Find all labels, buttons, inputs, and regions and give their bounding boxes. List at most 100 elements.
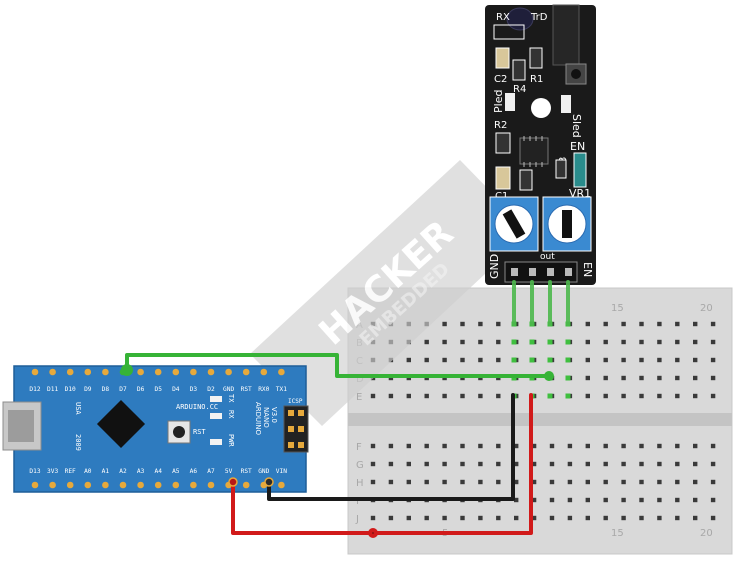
pin-label-a3: A3: [137, 468, 145, 475]
pin-label-d10: D10: [65, 386, 76, 393]
arduino-nano-board: RST TX RX PWR ICSP ARDUINO.CC ARDUINO: [2, 365, 309, 493]
label-en-top: EN: [570, 140, 585, 153]
breadboard-hole: [710, 443, 716, 449]
breadboard-hole: [478, 461, 483, 467]
breadboard-hole: [514, 479, 519, 485]
pin-pad-a7: [207, 481, 215, 489]
label-en-side: EN: [581, 262, 594, 277]
pin-label-d9: D9: [84, 386, 92, 393]
breadboard-hole: [442, 357, 447, 363]
pin-pad-d2: [207, 368, 215, 376]
pin-pad-gnd: [225, 368, 232, 376]
breadboard-hole: [531, 497, 537, 503]
breadboard-hole: [693, 461, 698, 467]
label-led-pwr: PWR: [227, 434, 235, 447]
breadboard-hole: [639, 339, 644, 345]
breadboard-hole: [460, 443, 465, 449]
breadboard-hole: [603, 393, 608, 399]
breadboard-hole: [460, 393, 465, 399]
breadboard-hole: [442, 461, 447, 467]
pin-pad-a6: [190, 481, 197, 489]
pin-label-d4: D4: [172, 386, 180, 393]
breadboard-hole: [442, 321, 447, 327]
breadboard-hole: [567, 461, 573, 467]
breadboard-hole: [496, 339, 501, 345]
breadboard-hole: [693, 479, 698, 485]
breadboard-hole: [531, 479, 537, 485]
breadboard-hole-connected: [529, 357, 535, 363]
breadboard-hole: [710, 515, 716, 521]
breadboard-hole: [603, 375, 608, 381]
pin-label-a0: A0: [84, 468, 92, 475]
mounting-hole: [531, 98, 551, 118]
breadboard-hole: [621, 443, 626, 449]
breadboard-hole: [496, 357, 501, 363]
breadboard-hole-connected: [511, 357, 517, 363]
pin-pad-d10: [66, 368, 74, 376]
label-model-line3: V3.0: [270, 407, 278, 423]
breadboard-hole: [514, 515, 519, 521]
breadboard-hole: [496, 321, 501, 327]
breadboard-hole: [424, 357, 429, 363]
breadboard-hole: [710, 497, 716, 503]
row-label-i: I: [356, 496, 359, 507]
breadboard-hole: [478, 393, 483, 399]
breadboard-hole: [388, 443, 394, 449]
breadboard-hole: [514, 461, 519, 467]
pin-label-vin: VIN: [276, 468, 287, 475]
breadboard-hole: [603, 497, 608, 503]
pin-label-d12: D12: [29, 386, 40, 393]
pin-label-5v: 5V: [225, 468, 233, 475]
breadboard-hole: [621, 357, 626, 363]
breadboard-hole: [585, 321, 590, 327]
breadboard-hole: [693, 497, 698, 503]
label-arduino-nano: ARDUINO NANO V3.0: [254, 402, 278, 435]
led-rx: [210, 413, 222, 419]
breadboard-hole: [693, 357, 698, 363]
breadboard-hole: [585, 375, 590, 381]
breadboard-hole-connected: [565, 375, 571, 381]
row-label-g: G: [356, 460, 364, 471]
breadboard-hole: [585, 461, 590, 467]
ir-receiver: [506, 7, 534, 31]
breadboard-hole: [406, 443, 411, 449]
pin-label-gnd: GND: [223, 386, 234, 393]
breadboard-hole: [675, 375, 680, 381]
pin-pad-a1: [102, 481, 109, 489]
pin-pad-d8: [102, 368, 109, 376]
breadboard-hole-connected: [547, 393, 553, 399]
capacitor-c2: [495, 47, 510, 69]
pin-pad-d11: [49, 368, 56, 376]
breadboard-hole: [442, 393, 447, 399]
breadboard-hole: [478, 479, 483, 485]
breadboard-hole: [710, 357, 716, 363]
breadboard-hole: [621, 339, 626, 345]
breadboard-hole: [675, 515, 680, 521]
breadboard-hole: [585, 357, 590, 363]
breadboard-hole: [675, 357, 680, 363]
pin-pad-a2: [119, 481, 127, 489]
breadboard-hole-connected: [565, 339, 571, 345]
label-pled: Pled: [492, 90, 505, 113]
breadboard-hole: [388, 393, 394, 399]
pin-label-ref: REF: [65, 468, 76, 475]
breadboard-hole: [549, 443, 555, 449]
breadboard-hole: [675, 393, 680, 399]
breadboard-hole: [460, 515, 465, 521]
breadboard-hole: [460, 339, 465, 345]
pin-pad-3v3: [49, 481, 56, 489]
breadboard-hole: [657, 339, 662, 345]
breadboard-hole: [639, 375, 644, 381]
breadboard-hole-connected: [565, 393, 571, 399]
breadboard-hole-connected: [547, 357, 553, 363]
power-wire: [228, 393, 533, 538]
breadboard-hole: [639, 479, 644, 485]
breadboard-hole: [710, 375, 716, 381]
pin-pad-d6: [137, 368, 144, 376]
breadboard-hole: [710, 479, 716, 485]
label-led-rx: RX: [227, 410, 235, 419]
resistor-r1: [529, 47, 543, 69]
label-model-line2: NANO: [262, 407, 270, 428]
